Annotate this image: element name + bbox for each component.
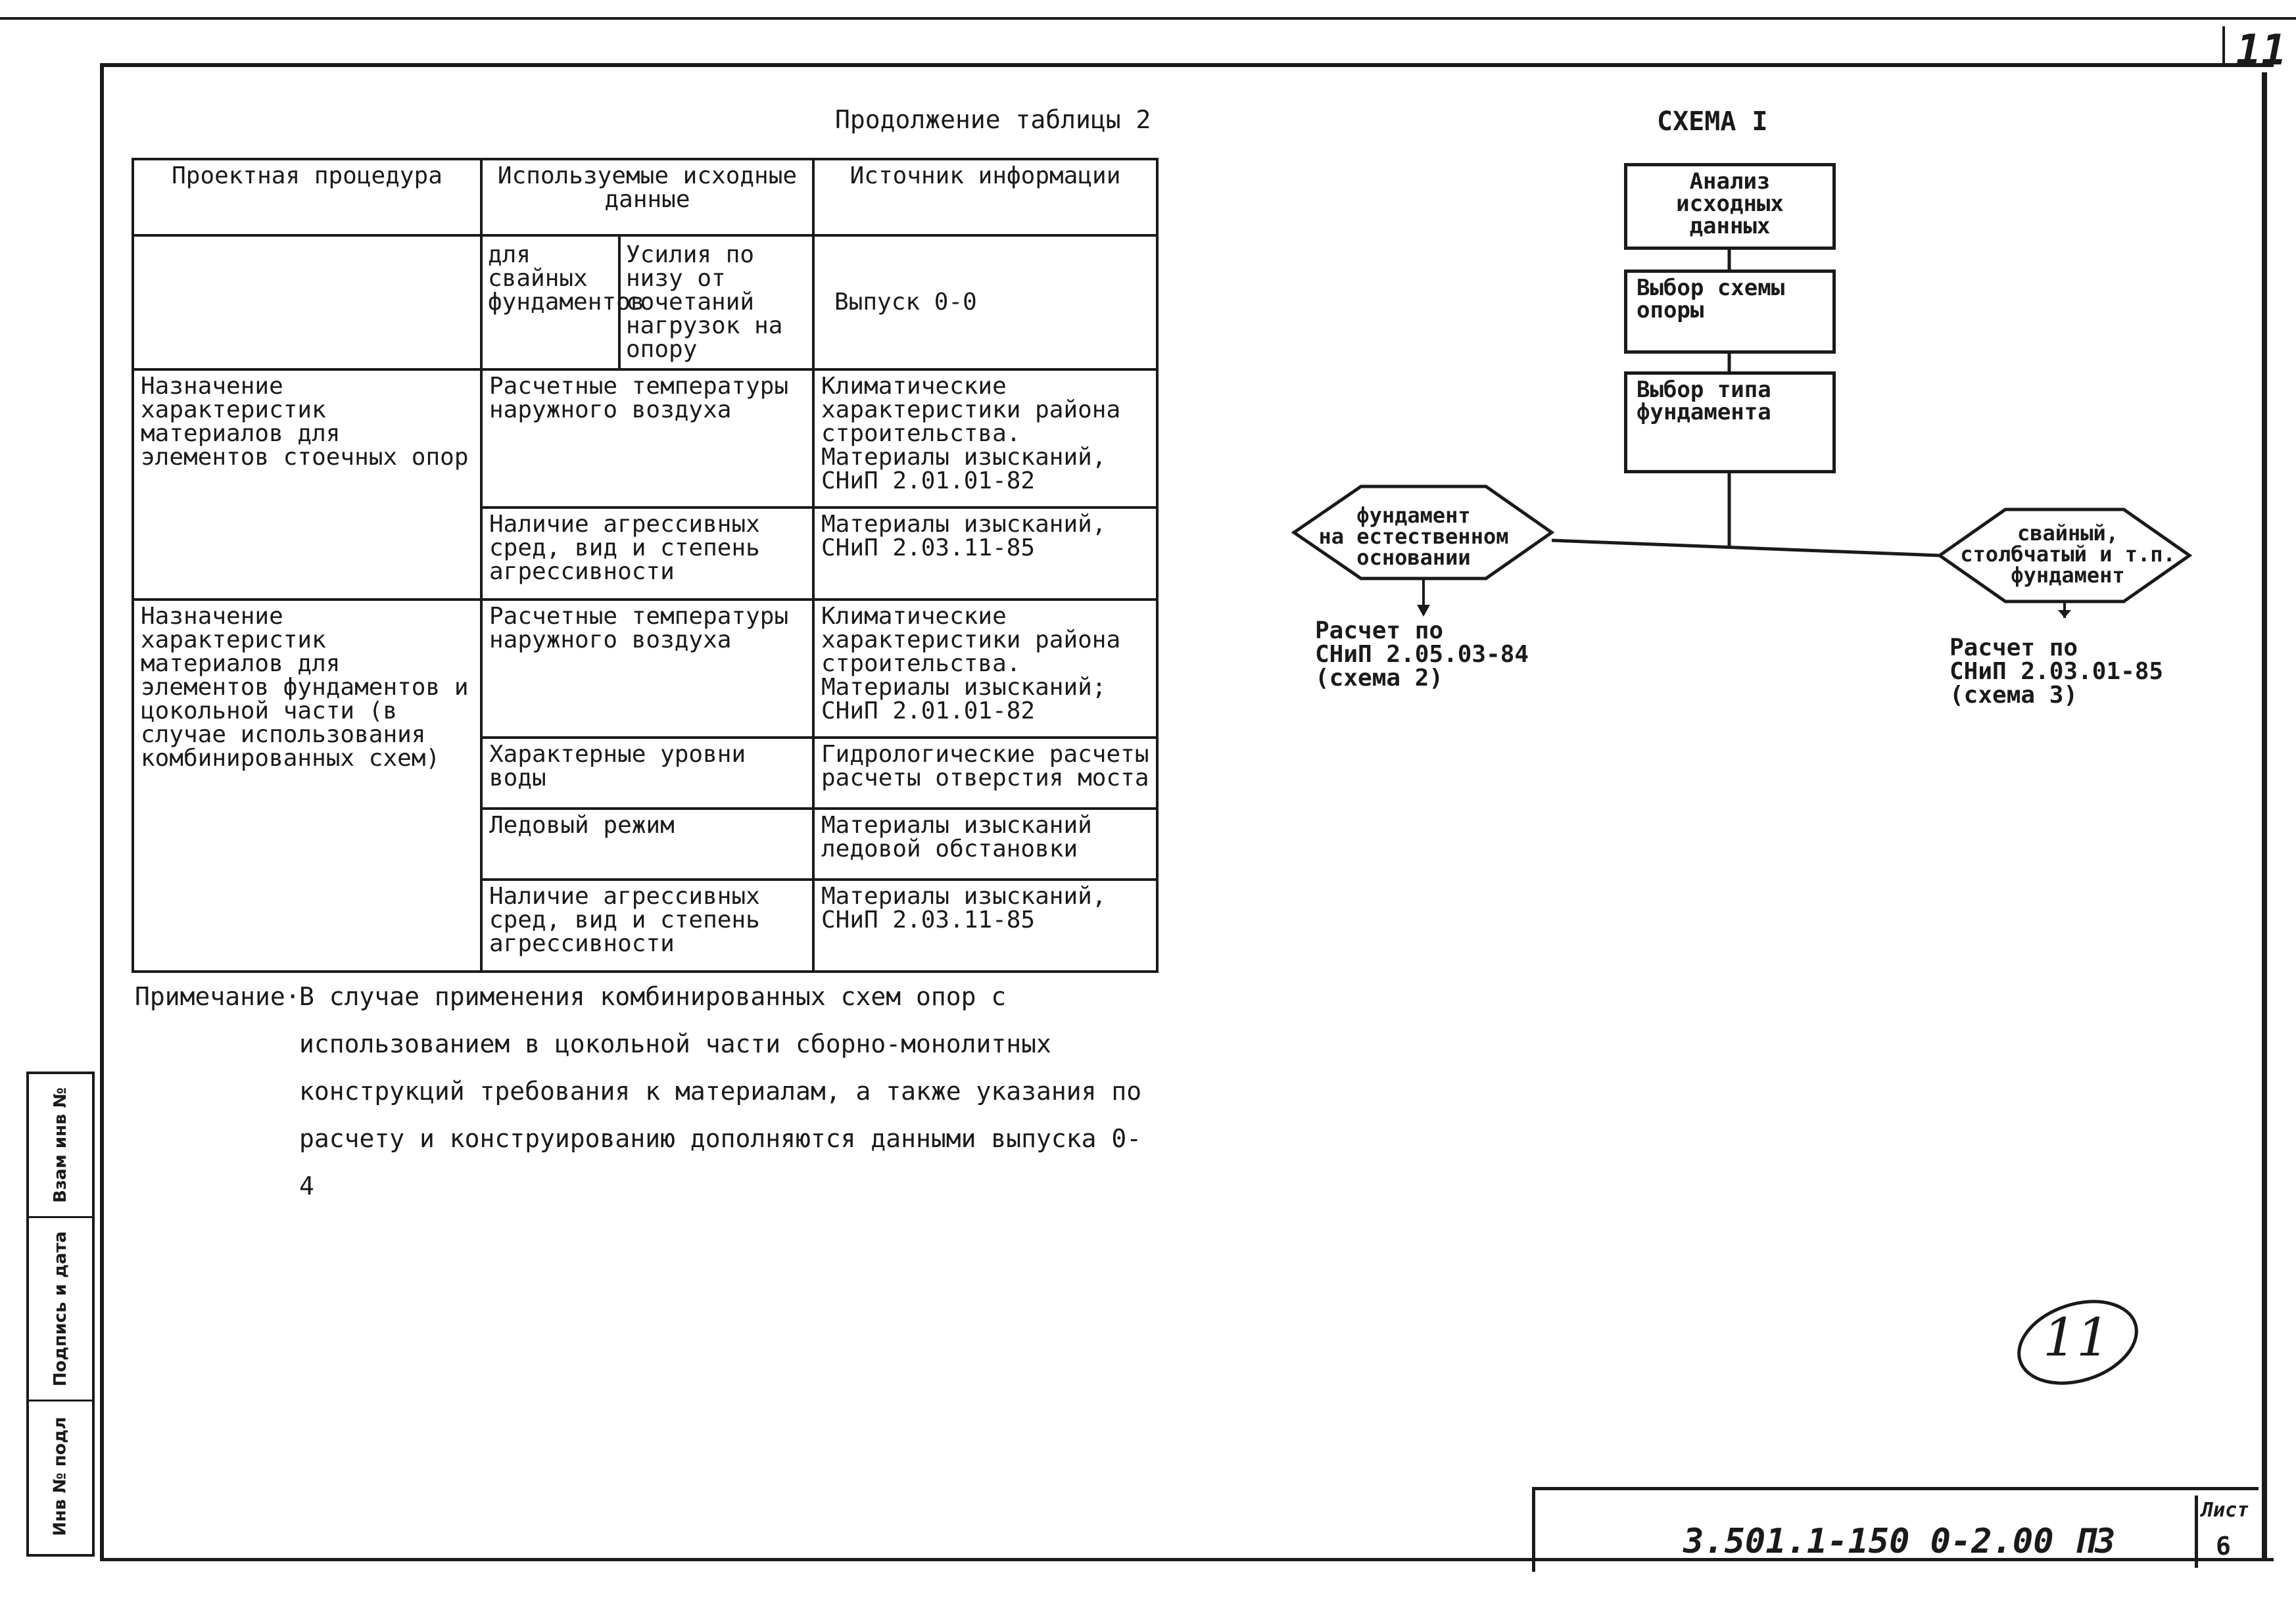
procedure-cell: Назначение характеристик материалов для …: [132, 598, 483, 973]
note: Примечание·В случае применения комбиниро…: [135, 973, 1160, 1210]
right-diamond-shape: [1936, 507, 2193, 603]
sheet-label: Лист: [2201, 1499, 2249, 1522]
loads-data: Усилия по низу от сочетаний нагрузок на …: [626, 241, 783, 363]
left-diamond-line: основании: [1356, 545, 1471, 570]
procedure-cell: Назначение характеристик материалов для …: [132, 368, 483, 601]
right-diamond-line: свайный,: [2017, 521, 2119, 546]
table-row: Ледовый режим Материалы изысканий ледово…: [133, 807, 1159, 881]
left-diamond-shape: [1291, 484, 1555, 580]
top-rule: [0, 17, 2296, 20]
stamp-label: Подпись и дата: [51, 1231, 71, 1387]
handwritten-page-mark: 11: [2017, 1300, 2138, 1385]
left-arrow-head: [1417, 605, 1430, 617]
left-diamond-text: фундамент на естественном основании: [1305, 505, 1522, 568]
data-cell: Наличие агрессивных сред, вид и степень …: [480, 878, 815, 973]
table-row: Наличие агрессивных сред, вид и степень …: [133, 506, 1159, 601]
source-cell: Гидрологические расчеты расчеты отверсти…: [812, 736, 1159, 810]
stamp-label: Инв № подл: [51, 1417, 70, 1536]
right-diamond-text: свайный, столбчатый и т.п. фундамент: [1943, 523, 2193, 586]
note-text: В случае применения комбинированных схем…: [299, 982, 1142, 1200]
source-cell: Климатические характеристики района стро…: [812, 598, 1159, 739]
box-support-scheme: Выбор схемы опоры: [1624, 270, 1836, 354]
data-cell: Расчетные температуры наружного воздуха: [480, 368, 815, 509]
right-calc-reference: Расчет по СНиП 2.03.01-85 (схема 3): [1949, 634, 2164, 709]
procedure-cell-empty: [132, 234, 483, 369]
table-continuation-label: Продолжение таблицы 2: [835, 105, 1151, 134]
right-diamond-line: столбчатый и т.п.: [1960, 542, 2176, 567]
handwritten-mark-text: 11: [2043, 1307, 2110, 1368]
table-row: Наличие агрессивных сред, вид и степень …: [133, 878, 1159, 973]
source-cell: Материалы изысканий ледовой обстановки: [812, 807, 1159, 881]
table-row: Назначение характеристик материалов для …: [132, 368, 1159, 601]
scheme-title: СХЕМА I: [1657, 106, 1768, 137]
table-header-row: Проектная процедура Используемые исходны…: [132, 158, 1159, 237]
source-cell: Материалы изысканий, СНиП 2.03.11-85: [812, 878, 1159, 973]
title-block: [1532, 1487, 2259, 1572]
frame-right-edge: [2262, 72, 2267, 1558]
box-foundation-type: Выбор типа фундамента: [1624, 371, 1836, 473]
procedures-table: Проектная процедура Используемые исходны…: [132, 158, 1159, 973]
stamp-label: Взам инв №: [51, 1087, 70, 1203]
stamp-cell-replace-inv: Взам инв №: [29, 1074, 92, 1218]
source-cell: Материалы изысканий, СНиП 2.03.11-85: [812, 506, 1159, 601]
table-row: Назначение характеристик материалов для …: [132, 598, 1159, 973]
source-cell: Климатические характеристики района стро…: [812, 368, 1159, 509]
right-arrow-head: [2058, 610, 2071, 618]
header-source: Источник информации: [812, 158, 1159, 237]
note-label: Примечание·: [135, 982, 300, 1011]
scheme-connectors: [1291, 250, 2193, 618]
left-diamond-line: фундамент: [1356, 503, 1471, 528]
left-stamp: Взам инв № Подпись и дата Инв № подл: [26, 1072, 95, 1557]
data-cell: Наличие агрессивных сред, вид и степень …: [480, 506, 815, 601]
data-cell: Ледовый режим: [480, 807, 815, 881]
stamp-cell-inv-orig: Инв № подл: [29, 1402, 92, 1551]
box-analysis: Анализ исходных данных: [1624, 163, 1836, 250]
document-code: 3.501.1-150 0-2.00 ПЗ: [1683, 1522, 2116, 1561]
stamp-cell-signature: Подпись и дата: [29, 1218, 92, 1402]
data-cell-nested: для свайных фундаментов Усилия по низу о…: [480, 234, 815, 371]
header-data: Используемые исходные данные: [480, 158, 815, 237]
nested-cells: для свайных фундаментов Усилия по низу о…: [483, 237, 812, 368]
left-diamond-line: на естественном: [1318, 524, 1509, 549]
data-cell: Характерные уровни воды: [480, 736, 815, 810]
drawing-frame: [100, 63, 2274, 1561]
source-cell: Выпуск 0-0: [812, 234, 1159, 371]
table-row: Характерные уровни воды Гидрологические …: [133, 736, 1159, 810]
data-cell: Расчетные температуры наружного воздуха: [480, 598, 815, 739]
header-procedure: Проектная процедура: [132, 158, 483, 237]
branch-line: [1551, 538, 1940, 557]
page-number: 11: [2222, 26, 2296, 75]
table-row: для свайных фундаментов Усилия по низу о…: [132, 234, 1159, 371]
right-diamond-line: фундамент: [2011, 563, 2125, 588]
sheet-box: [2195, 1496, 2259, 1568]
left-calc-reference: Расчет по СНиП 2.05.03-84 (схема 2): [1315, 617, 1529, 692]
sheet-value: 6: [2216, 1532, 2231, 1561]
pile-foundation-label: для свайных фундаментов: [483, 237, 644, 368]
